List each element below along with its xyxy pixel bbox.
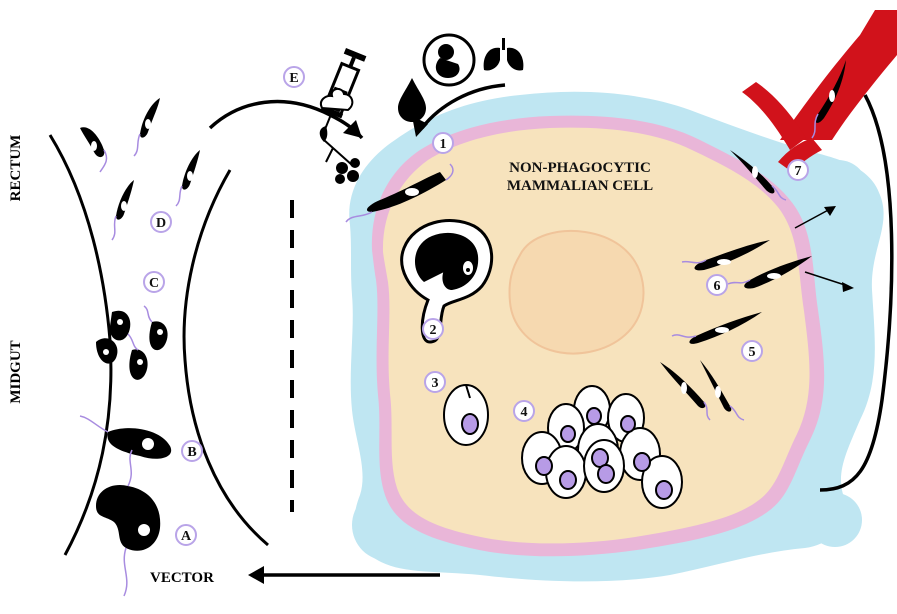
amastigote-stage-3 xyxy=(444,385,488,445)
svg-text:B: B xyxy=(187,445,196,460)
svg-text:C: C xyxy=(149,276,159,291)
svg-text:4: 4 xyxy=(521,405,528,420)
cell-bleb-bottom-right xyxy=(808,493,862,547)
svg-text:6: 6 xyxy=(714,279,721,294)
svg-text:5: 5 xyxy=(749,345,756,360)
parasite-stage-A xyxy=(96,485,160,551)
marker-stage-1: 1 xyxy=(433,133,453,153)
label-cell-line-1: NON-PHAGOCYTIC xyxy=(509,160,651,176)
parasite-rectum-4 xyxy=(116,180,134,220)
marker-D: D xyxy=(151,212,171,232)
svg-text:2: 2 xyxy=(430,323,437,338)
label-midgut: MIDGUT xyxy=(8,340,24,403)
parasite-stage-C-4 xyxy=(129,349,147,379)
label-cell-line-2: MAMMALIAN CELL xyxy=(507,178,653,194)
parasite-stage-B xyxy=(107,428,171,459)
cell-bleb-top-right xyxy=(808,160,868,220)
fetus-icon xyxy=(424,35,474,85)
parasite-stage-C-1 xyxy=(110,311,130,341)
svg-text:3: 3 xyxy=(432,376,439,391)
svg-text:A: A xyxy=(181,529,192,544)
marker-stage-6: 6 xyxy=(707,275,727,295)
marker-stage-2: 2 xyxy=(423,319,443,339)
label-rectum: RECTUM xyxy=(8,135,24,202)
marker-stage-7: 7 xyxy=(788,160,808,180)
marker-E: E xyxy=(284,67,304,87)
blood-drop-icon xyxy=(398,78,426,122)
parasite-rectum-2 xyxy=(140,98,160,138)
marker-C: C xyxy=(144,272,164,292)
marker-B: B xyxy=(182,441,202,461)
svg-text:D: D xyxy=(156,216,166,231)
marker-stage-5: 5 xyxy=(742,341,762,361)
svg-text:1: 1 xyxy=(440,137,447,152)
svg-text:E: E xyxy=(289,71,298,86)
cell-nucleus xyxy=(509,231,643,354)
marker-A: A xyxy=(176,525,196,545)
svg-text:7: 7 xyxy=(795,164,802,179)
marker-stage-4: 4 xyxy=(514,401,534,421)
parasite-rectum-3 xyxy=(182,150,200,190)
lungs-icon xyxy=(484,38,524,71)
marker-stage-3: 3 xyxy=(425,372,445,392)
parasite-stage-C-3 xyxy=(149,321,167,350)
label-vector: VECTOR xyxy=(150,570,214,586)
